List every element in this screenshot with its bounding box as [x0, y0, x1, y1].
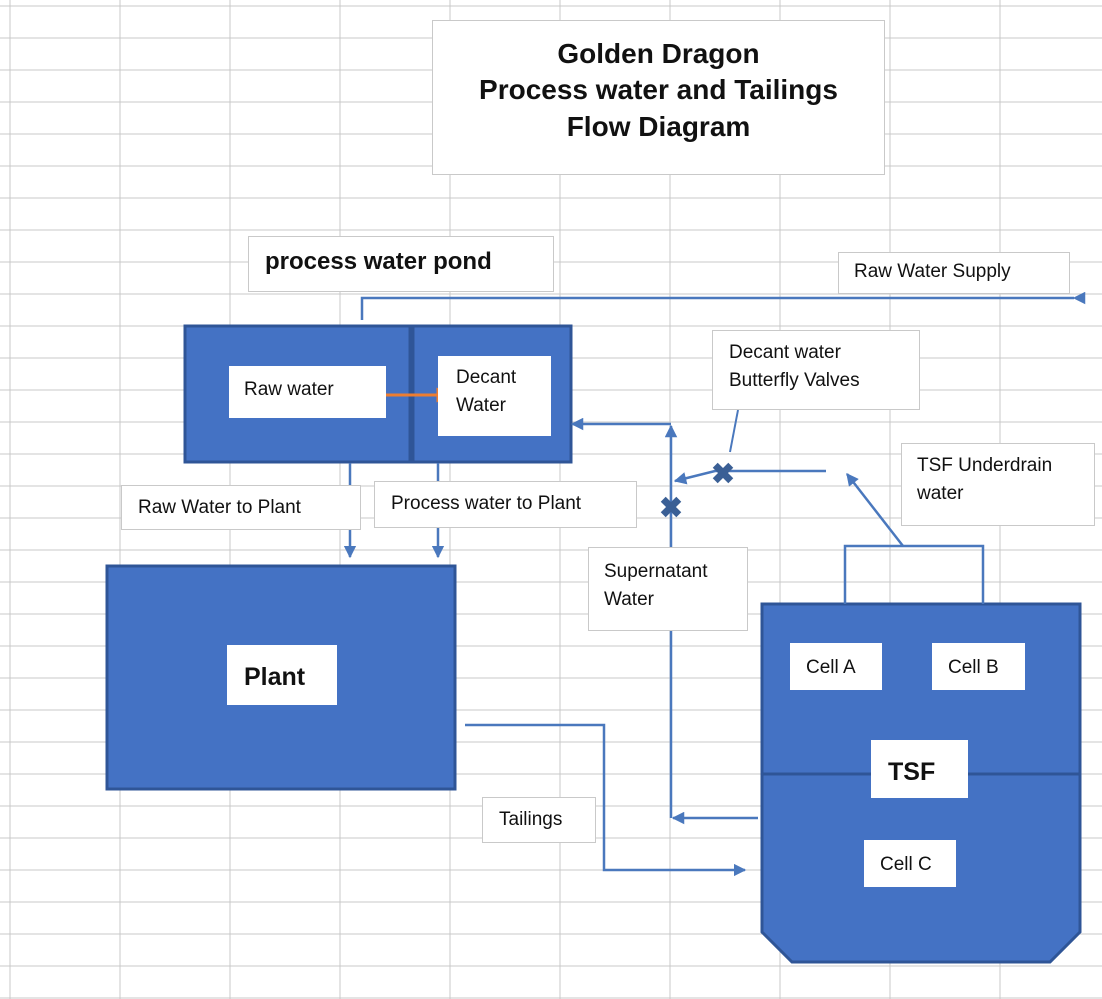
raw-water-supply-line	[360, 291, 1086, 320]
cell-c-label: Cell C	[864, 840, 956, 887]
raw-water-supply-label: Raw Water Supply	[838, 252, 1070, 294]
underdrain-collector-line	[843, 544, 985, 604]
decant-butterfly-valves-label: Decant water Butterfly Valves	[712, 330, 920, 410]
tailings-line	[465, 723, 747, 877]
tailings-label: Tailings	[482, 797, 596, 843]
butterfly-valve-icon[interactable]	[707, 457, 738, 488]
supernatant-water-label: Supernatant Water	[588, 547, 748, 631]
raw-water-to-plant-label: Raw Water to Plant	[121, 485, 361, 530]
valve-label-leader	[729, 409, 739, 453]
butterfly-valve-icon[interactable]	[655, 491, 686, 522]
cell-a-label: Cell A	[790, 643, 882, 690]
underdrain-riser-line	[846, 473, 904, 547]
title-line-2: Process water and Tailings	[479, 74, 838, 106]
process-water-to-plant-label: Process water to Plant	[374, 481, 637, 528]
decant-water-label: Decant Water	[438, 356, 551, 436]
tsf-underdrain-label: TSF Underdrain water	[901, 443, 1095, 526]
underdrain-return-line	[673, 469, 826, 485]
title-line-3: Flow Diagram	[566, 110, 751, 142]
plant-label: Plant	[227, 645, 337, 705]
process-water-pond-label: process water pond	[248, 236, 554, 292]
title-line-1: Golden Dragon	[557, 38, 760, 69]
tsf-label: TSF	[871, 740, 968, 798]
diagram-title: Golden Dragon Process water and Tailings…	[432, 20, 885, 175]
raw-water-label: Raw water	[229, 366, 386, 418]
cell-b-label: Cell B	[932, 643, 1025, 690]
